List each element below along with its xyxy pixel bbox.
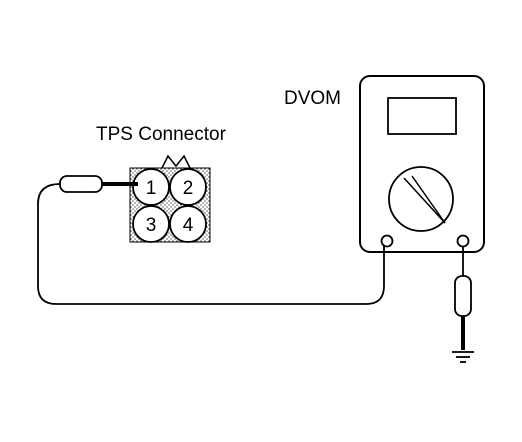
connector-pin-3 <box>132 205 170 243</box>
connector-pin-4 <box>169 205 207 243</box>
pin-number-3: 3 <box>146 215 157 236</box>
ground-probe-handle <box>454 275 472 317</box>
dvom-label: DVOM <box>284 88 341 109</box>
dvom-dial-pointer-edge <box>411 175 446 224</box>
dvom-dial-pointer <box>403 177 446 224</box>
tps-connector: 1 2 3 4 <box>129 154 211 243</box>
dvom-meter <box>359 75 485 253</box>
pin-number-2: 2 <box>183 178 194 199</box>
probe-handle <box>59 175 103 193</box>
test-probe <box>59 175 138 193</box>
connector-latch <box>161 154 191 169</box>
connector-pin-1 <box>132 168 170 206</box>
pin-number-4: 4 <box>183 215 194 236</box>
pin-number-1: 1 <box>146 178 157 199</box>
test-lead <box>37 183 385 305</box>
tps-connector-label: TPS Connector <box>96 124 227 145</box>
ground-lead <box>452 247 474 363</box>
dvom-display <box>387 97 457 135</box>
dvom-terminal-left <box>380 234 394 248</box>
dvom-terminal-right <box>456 234 470 248</box>
connector-pin-2 <box>169 168 207 206</box>
